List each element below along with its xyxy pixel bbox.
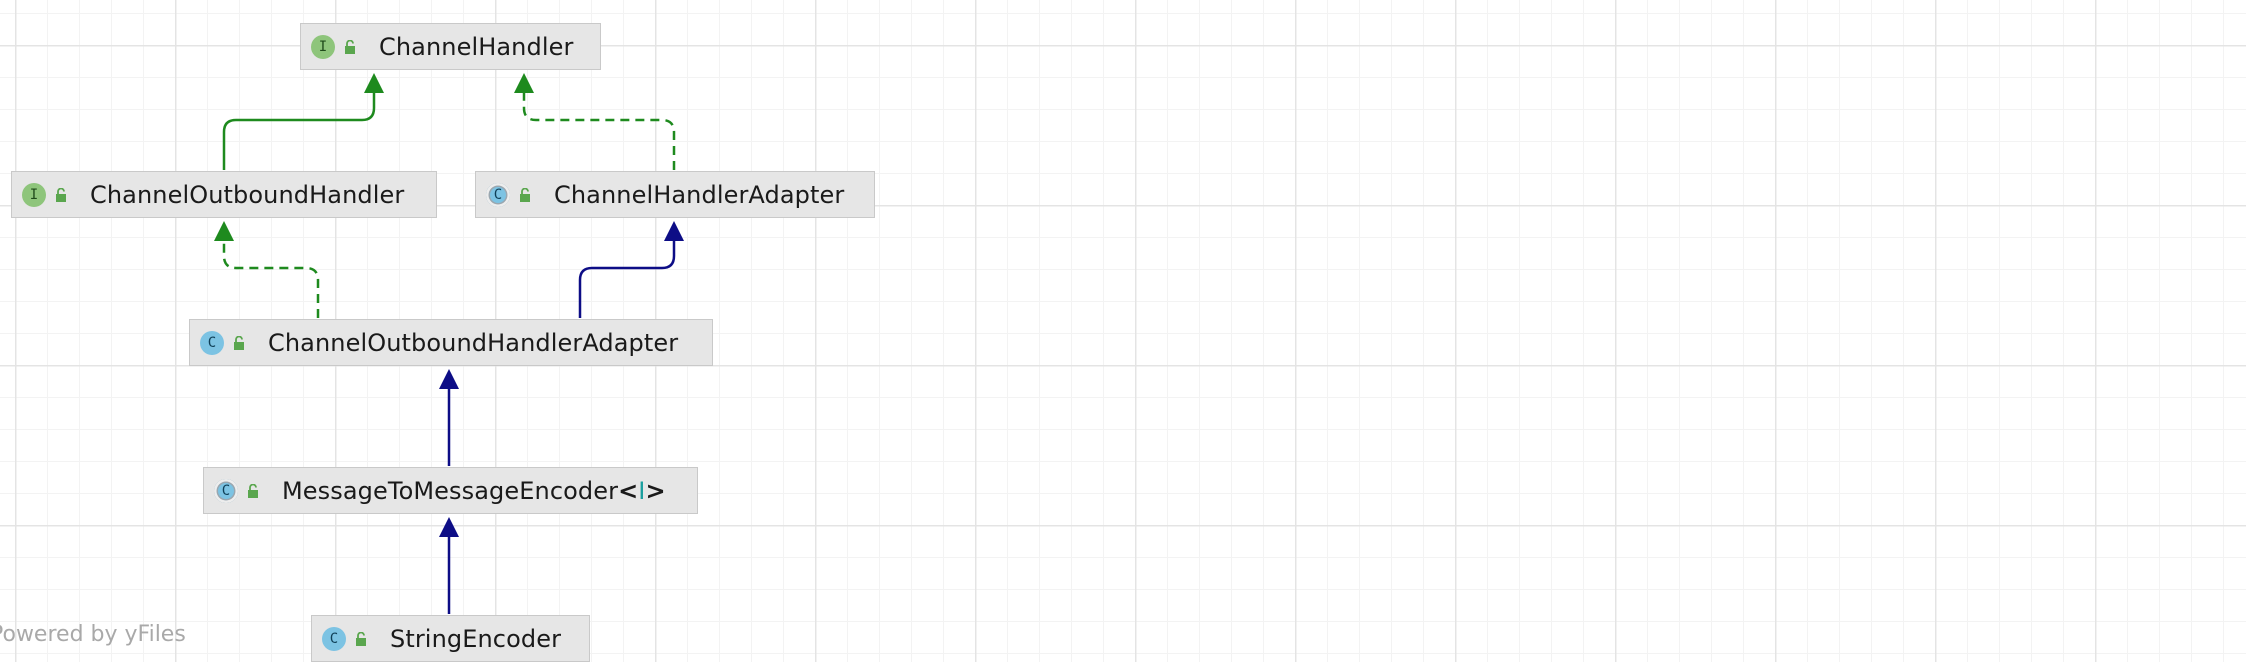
edge-outbound-adapter-to-handler-adapter [578,221,684,318]
edge-message-encoder-to-outbound-adapter [439,369,459,466]
node-message-to-message-encoder[interactable]: C MessageToMessageEncoder<I> [203,467,698,514]
inheritance-arrowhead [364,73,384,93]
unlocked-padlock-icon [520,187,530,202]
implementation-arrowhead [514,73,534,93]
unlocked-padlock-icon [345,39,355,54]
unlocked-padlock-icon [234,335,244,350]
class-name: MessageToMessageEncoder [282,476,619,505]
node-label: ChannelOutboundHandlerAdapter [268,328,679,357]
node-label: ChannelHandler [379,32,574,61]
unlocked-padlock-icon [356,631,366,646]
node-label: ChannelOutboundHandler [90,180,405,209]
node-label: MessageToMessageEncoder<I> [282,477,666,505]
edge-outbound-adapter-to-outbound-handler [214,221,320,318]
node-label: ChannelHandlerAdapter [554,180,845,209]
node-channel-outbound-handler-adapter[interactable]: C ChannelOutboundHandlerAdapter [189,319,713,366]
unlocked-padlock-icon [248,483,258,498]
node-label: StringEncoder [390,624,562,653]
inheritance-arrowhead [664,221,684,241]
class-icon: C [200,330,224,355]
node-channel-outbound-handler[interactable]: I ChannelOutboundHandler [11,171,437,218]
abstract-class-icon: C [486,182,510,207]
edge-string-encoder-to-message-encoder [439,517,459,614]
unlocked-padlock-icon [56,187,66,202]
yfiles-watermark: Powered by yFiles [0,622,186,647]
inheritance-arrowhead [439,517,459,537]
type-parameter: <I> [618,477,666,505]
interface-icon: I [311,34,335,59]
edge-outbound-handler-to-channel-handler [222,73,384,170]
inheritance-arrowhead [439,369,459,389]
interface-icon: I [22,182,46,207]
type-param-close: > [645,476,666,505]
type-param-open: < [618,476,639,505]
node-channel-handler-adapter[interactable]: C ChannelHandlerAdapter [475,171,875,218]
node-string-encoder[interactable]: C StringEncoder [311,615,590,662]
abstract-class-icon: C [214,478,238,503]
implementation-arrowhead [214,221,234,241]
edge-handler-adapter-to-channel-handler [514,73,676,170]
type-variable: I [638,476,646,505]
class-icon: C [322,626,346,651]
node-channel-handler[interactable]: I ChannelHandler [300,23,601,70]
